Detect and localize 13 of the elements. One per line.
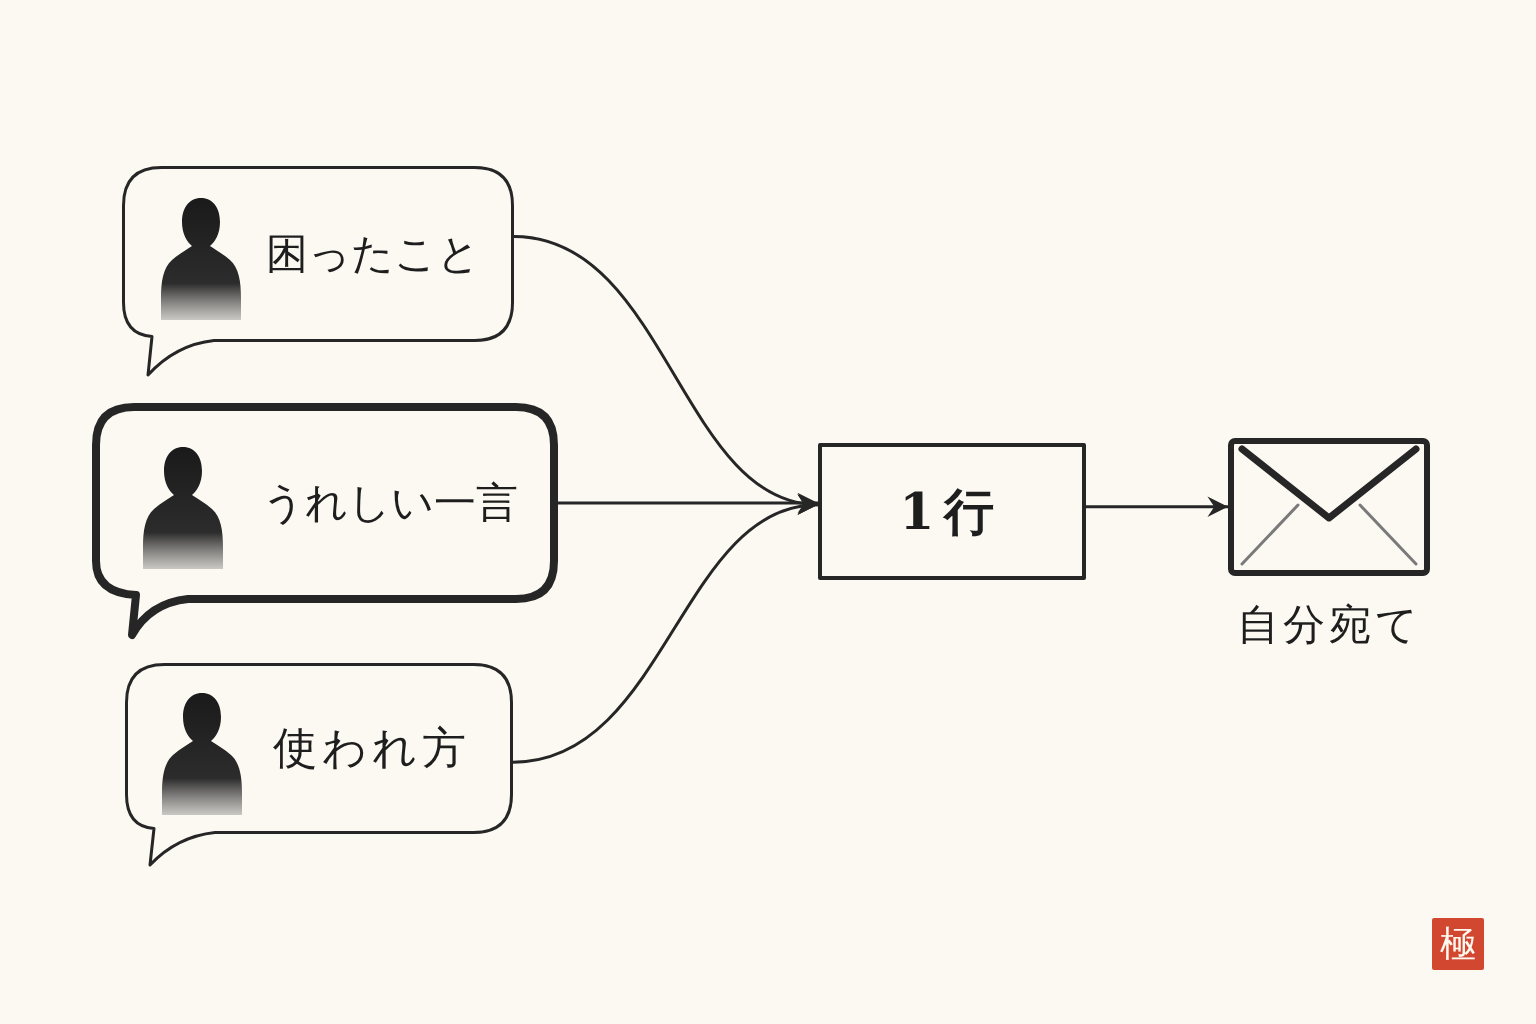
bubble-text: うれしい一言 xyxy=(262,477,518,529)
speech-bubble xyxy=(92,403,558,639)
box-text: 1行 xyxy=(899,481,1005,542)
speech-bubble xyxy=(122,166,514,378)
seal-stamp: 極 xyxy=(1432,918,1484,970)
process-box xyxy=(818,443,1086,580)
connector-arrow xyxy=(511,497,820,764)
envelope-drawing xyxy=(1228,438,1430,576)
envelope-caption: 自分宛て xyxy=(1235,600,1423,651)
connector-arrow xyxy=(556,492,820,514)
bubble-text: 使われ方 xyxy=(273,722,471,775)
bubble-text: 困ったこと xyxy=(266,228,480,280)
speech-bubble xyxy=(125,663,513,868)
